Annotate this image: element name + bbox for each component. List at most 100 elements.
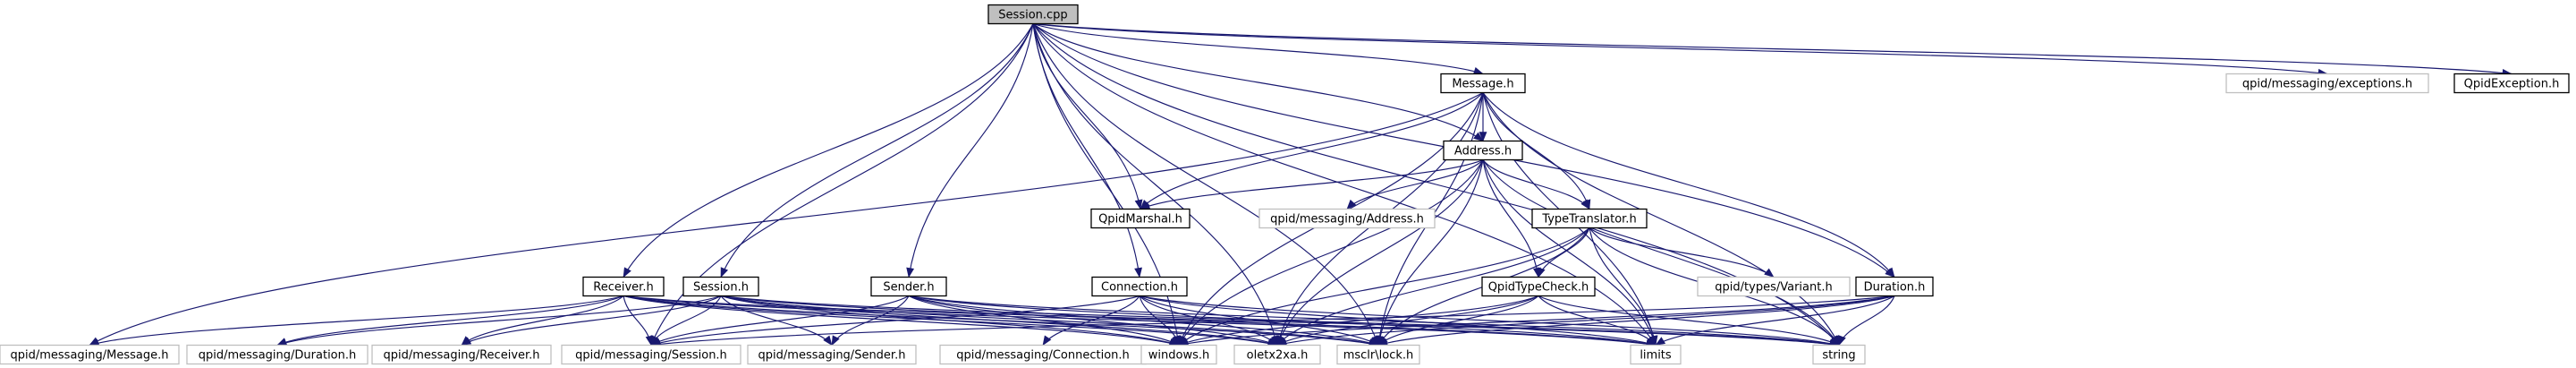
edge-address-h-to-typetranslator-h bbox=[1482, 159, 1590, 210]
edge-qpidtypecheck-h-to-msclrlock-h bbox=[1377, 295, 1539, 346]
node-box bbox=[1233, 344, 1321, 365]
node-receiver-h[interactable]: Receiver.h bbox=[582, 276, 665, 297]
node-box bbox=[371, 344, 552, 365]
edge-sender-h-to-windows-h bbox=[908, 295, 1180, 347]
node-label: qpid/messaging/Receiver.h bbox=[383, 349, 539, 363]
node-box bbox=[582, 276, 665, 297]
node-label: qpid/types/Variant.h bbox=[1715, 281, 1832, 295]
edge-session-cpp-to-session-h bbox=[720, 23, 1034, 278]
node-label: Address.h bbox=[1454, 145, 1512, 158]
node-label: QpidTypeCheck.h bbox=[1488, 281, 1589, 295]
edge-connection-h-to-msg-connection-h bbox=[1042, 295, 1140, 346]
edge-session-h-to-msclrlock-h bbox=[720, 295, 1379, 347]
node-label: QpidMarshal.h bbox=[1098, 213, 1182, 227]
node-session-cpp[interactable]: Session.cpp bbox=[987, 4, 1079, 25]
edge-receiver-h-to-msg-message-h bbox=[89, 295, 624, 347]
edge-session-cpp-to-windows-h bbox=[1032, 23, 1180, 346]
edge-address-h-to-qpidmarshal-h bbox=[1140, 158, 1484, 210]
node-label: qpid/messaging/Message.h bbox=[10, 349, 168, 363]
edge-qpidtypecheck-h-to-string bbox=[1538, 295, 1840, 347]
node-label: TypeTranslator.h bbox=[1541, 213, 1636, 227]
edge-message-h-to-duration-h bbox=[1482, 92, 1895, 278]
node-msg-message-h: qpid/messaging/Message.h bbox=[0, 344, 180, 365]
edge-connection-h-to-string bbox=[1139, 295, 1840, 347]
node-label: Duration.h bbox=[1864, 281, 1926, 295]
edge-receiver-h-to-msg-receiver-h bbox=[461, 295, 624, 346]
edge-address-h-to-qpidtypecheck-h bbox=[1482, 159, 1539, 278]
node-label: limits bbox=[1640, 349, 1672, 363]
node-label: Connection.h bbox=[1101, 281, 1178, 295]
edge-connection-h-to-limits bbox=[1139, 295, 1657, 347]
node-box bbox=[1630, 344, 1682, 365]
node-box bbox=[987, 4, 1079, 25]
node-address-h[interactable]: Address.h bbox=[1443, 140, 1523, 161]
edge-message-h-to-address-h-arrowhead bbox=[1479, 132, 1487, 142]
edge-address-h-to-string bbox=[1482, 159, 1840, 346]
node-label: Sender.h bbox=[883, 281, 934, 295]
edge-duration-h-to-limits-arrowhead bbox=[1655, 337, 1666, 346]
edge-session-cpp-to-sender-h-arrowhead bbox=[906, 267, 915, 278]
node-label: qpid/messaging/Session.h bbox=[575, 349, 727, 363]
edge-address-h-to-msclrlock-h bbox=[1377, 159, 1484, 346]
edge-duration-h-to-msclrlock-h bbox=[1377, 295, 1895, 347]
edge-sender-h-to-msg-session-h bbox=[650, 295, 910, 346]
edge-session-cpp-to-connection-h-arrowhead bbox=[1134, 267, 1142, 278]
node-box bbox=[1531, 208, 1648, 229]
node-box bbox=[1258, 208, 1436, 229]
edge-session-h-to-msg-duration-h bbox=[276, 295, 722, 347]
node-msg-connection-h: qpid/messaging/Connection.h bbox=[939, 344, 1147, 365]
node-sender-h[interactable]: Sender.h bbox=[870, 276, 947, 297]
node-label: oletx2xa.h bbox=[1247, 349, 1309, 363]
node-label: qpid/messaging/exceptions.h bbox=[2242, 78, 2412, 91]
edge-session-cpp-to-limits bbox=[1032, 23, 1657, 346]
node-typetranslator-h[interactable]: TypeTranslator.h bbox=[1531, 208, 1648, 229]
edge-session-cpp-to-qpidmarshal-h bbox=[1032, 23, 1141, 210]
node-label: string bbox=[1822, 349, 1855, 363]
node-box bbox=[1440, 73, 1526, 94]
node-label: qpid/messaging/Address.h bbox=[1270, 213, 1424, 227]
node-box bbox=[2225, 73, 2429, 94]
node-label: qpid/messaging/Duration.h bbox=[199, 349, 357, 363]
edge-address-h-to-limits bbox=[1482, 159, 1657, 346]
edge-connection-h-to-msg-connection-h-arrowhead bbox=[1042, 335, 1052, 347]
node-qpidmarshal-h[interactable]: QpidMarshal.h bbox=[1090, 208, 1191, 229]
node-qpidtypecheck-h[interactable]: QpidTypeCheck.h bbox=[1481, 276, 1596, 297]
edge-connection-h-to-windows-h-arrowhead bbox=[1173, 335, 1181, 347]
node-box bbox=[1140, 344, 1217, 365]
node-message-h[interactable]: Message.h bbox=[1440, 73, 1526, 94]
edge-session-cpp-to-qpidexception-h bbox=[1032, 22, 2512, 75]
node-label: Session.h bbox=[693, 281, 749, 295]
edge-address-h-to-msg-address-h-arrowhead bbox=[1346, 199, 1357, 210]
node-duration-h[interactable]: Duration.h bbox=[1855, 276, 1934, 297]
edge-typetranslator-h-to-variant-h-arrowhead bbox=[1764, 268, 1775, 278]
edge-session-cpp-to-msg-session-h bbox=[650, 23, 1034, 346]
node-connection-h[interactable]: Connection.h bbox=[1091, 276, 1188, 297]
node-box bbox=[1443, 140, 1523, 161]
edge-session-cpp-to-exceptions-h bbox=[1032, 22, 2328, 75]
edge-session-cpp-to-session-h-arrowhead bbox=[720, 267, 729, 278]
node-oletx2xa-h: oletx2xa.h bbox=[1233, 344, 1321, 365]
edge-sender-h-to-string bbox=[908, 295, 1840, 347]
edge-address-h-to-msg-address-h bbox=[1346, 159, 1484, 210]
node-exceptions-h: qpid/messaging/exceptions.h bbox=[2225, 73, 2429, 94]
node-box bbox=[870, 276, 947, 297]
node-label: QpidException.h bbox=[2464, 78, 2560, 91]
node-label: Session.cpp bbox=[998, 9, 1067, 22]
node-session-h[interactable]: Session.h bbox=[682, 276, 759, 297]
node-qpidexception-h[interactable]: QpidException.h bbox=[2453, 73, 2570, 94]
node-msg-duration-h: qpid/messaging/Duration.h bbox=[186, 344, 369, 365]
edge-sender-h-to-msg-sender-h-arrowhead bbox=[831, 335, 840, 347]
node-msg-address-h: qpid/messaging/Address.h bbox=[1258, 208, 1436, 229]
edge-session-cpp-to-sender-h bbox=[908, 23, 1034, 278]
node-label: qpid/messaging/Connection.h bbox=[956, 349, 1130, 363]
node-box bbox=[1091, 276, 1188, 297]
edge-session-cpp-to-msclrlock-h bbox=[1032, 23, 1379, 346]
node-box bbox=[747, 344, 917, 365]
node-string: string bbox=[1812, 344, 1866, 365]
edge-receiver-h-to-msg-duration-h bbox=[276, 295, 624, 347]
edge-qpidtypecheck-h-to-oletx2xa-h bbox=[1276, 295, 1539, 347]
edge-connection-h-to-oletx2xa-h-arrowhead bbox=[1267, 335, 1278, 347]
node-msg-session-h: qpid/messaging/Session.h bbox=[561, 344, 741, 365]
edge-message-h-to-msg-message-h bbox=[89, 91, 1484, 347]
edge-duration-h-to-string-arrowhead bbox=[1838, 335, 1846, 347]
